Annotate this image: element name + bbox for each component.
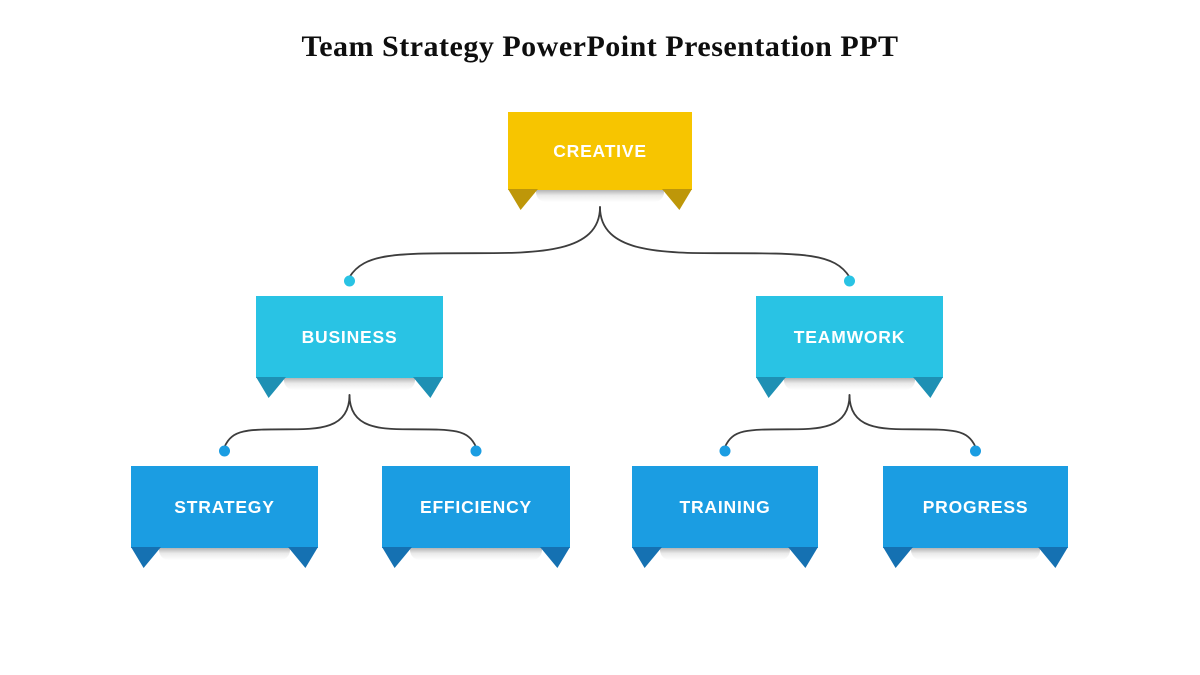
node-creative: CREATIVE (508, 112, 692, 210)
node-strategy: STRATEGY (131, 466, 318, 568)
node-shadow (784, 378, 915, 390)
ribbon-fold-left (883, 547, 913, 568)
ribbon-fold-right (913, 377, 943, 398)
node-label-strategy: STRATEGY (174, 496, 275, 517)
ribbon-fold-left (632, 547, 662, 568)
connector-dot-training (719, 445, 731, 457)
ribbon-fold-right (413, 377, 443, 398)
connector-business-efficiency (348, 394, 477, 448)
ribbon-fold-left (256, 377, 286, 398)
node-shadow (284, 378, 415, 390)
connector-dot-teamwork (844, 275, 855, 287)
ribbon-fold-left (131, 547, 161, 568)
ribbon-fold-left (756, 377, 786, 398)
ribbon-fold-right (288, 547, 318, 568)
ribbon-fold-right (662, 189, 692, 210)
connector-teamwork-training (724, 394, 851, 448)
connector-dot-progress (970, 445, 981, 457)
node-label-business: BUSINESS (301, 326, 398, 347)
node-label-teamwork: TEAMWORK (793, 326, 906, 347)
ribbon-fold-left (508, 189, 538, 210)
ribbon-fold-right (1038, 547, 1068, 568)
node-teamwork: TEAMWORK (756, 296, 943, 398)
connector-teamwork-progress (848, 394, 977, 448)
connector-creative-teamwork (599, 206, 851, 278)
node-efficiency: EFFICIENCY (382, 466, 570, 568)
node-training: TRAINING (632, 466, 818, 568)
node-shadow (410, 548, 542, 560)
node-shadow (911, 548, 1040, 560)
node-shadow (660, 548, 790, 560)
ribbon-fold-left (382, 547, 412, 568)
connector-dot-business (344, 275, 355, 287)
node-shadow (159, 548, 290, 560)
slide-title: Team Strategy PowerPoint Presentation PP… (301, 30, 899, 63)
connector-business-strategy (223, 394, 351, 448)
ribbon-fold-right (788, 547, 818, 568)
node-progress: PROGRESS (883, 466, 1068, 568)
ribbon-fold-right (540, 547, 570, 568)
connector-creative-business (348, 206, 601, 278)
node-label-progress: PROGRESS (922, 496, 1029, 517)
connector-dot-efficiency (470, 445, 482, 457)
node-label-training: TRAINING (679, 496, 771, 517)
node-business: BUSINESS (256, 296, 443, 398)
node-shadow (536, 190, 664, 202)
connector-dot-strategy (219, 445, 230, 457)
node-label-creative: CREATIVE (553, 140, 647, 161)
node-label-efficiency: EFFICIENCY (419, 496, 533, 517)
